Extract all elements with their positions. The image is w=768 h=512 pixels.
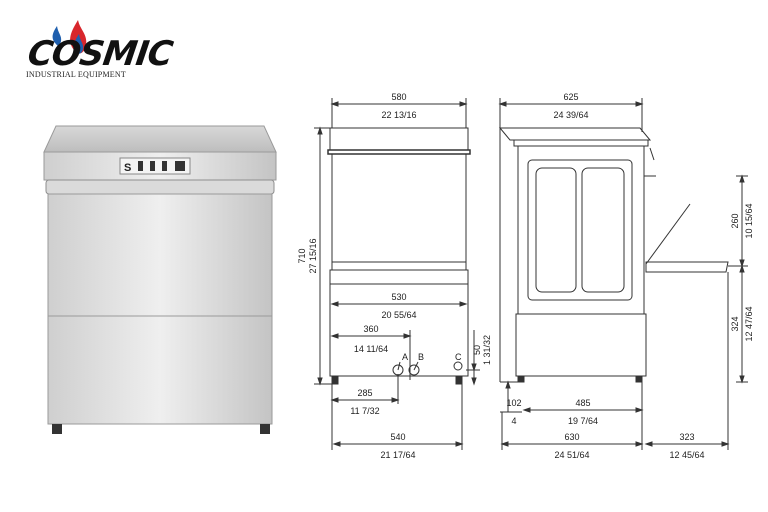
- front-height-in: 27 15/16: [308, 238, 318, 273]
- point-b-label: B: [418, 352, 424, 362]
- brand-logo: COSMIC INDUSTRIAL EQUIPMENT: [22, 14, 182, 84]
- pipe-height-in: 1 31/32: [482, 335, 492, 365]
- photo-foot: [52, 424, 62, 434]
- upper-mm: 260: [730, 213, 740, 228]
- base-width-in: 21 17/64: [380, 450, 415, 460]
- point-a-label: A: [402, 352, 408, 362]
- total-depth-mm: 630: [564, 432, 579, 442]
- position-in: 11 7/32: [350, 406, 379, 416]
- panel-button-icon: [138, 161, 143, 171]
- upper-in: 10 15/64: [744, 203, 754, 238]
- foot-in: 4: [511, 416, 516, 426]
- panel-logo: S: [124, 162, 131, 174]
- brand-tagline: INDUSTRIAL EQUIPMENT: [26, 70, 126, 79]
- flame-icon: [52, 20, 87, 54]
- base-width-mm: 540: [390, 432, 405, 442]
- depth-mm: 360: [363, 324, 378, 334]
- inner-width-in: 20 55/64: [381, 310, 416, 320]
- front-view: [314, 98, 480, 450]
- inner-depth-mm: 485: [575, 398, 590, 408]
- panel-button-icon: [162, 161, 167, 171]
- depth-in: 14 11/64: [354, 344, 388, 354]
- foot-mm: 102: [506, 398, 521, 408]
- photo-foot: [260, 424, 270, 434]
- dishwasher-photo: S: [43, 125, 277, 434]
- inner-depth-in: 19 7/64: [568, 416, 598, 426]
- side-depth-mm: 625: [563, 92, 578, 102]
- inner-width-mm: 530: [391, 292, 406, 302]
- door-depth-mm: 323: [679, 432, 694, 442]
- side-depth-in: 24 39/64: [553, 110, 588, 120]
- panel-button-icon: [150, 161, 155, 171]
- photo-door: [47, 193, 273, 317]
- side-view: [498, 98, 748, 450]
- total-depth-in: 24 51/64: [554, 450, 589, 460]
- lower-mm: 324: [730, 316, 740, 331]
- photo-lower-panel: [47, 315, 273, 425]
- lower-in: 12 47/64: [744, 306, 754, 341]
- door-depth-in: 12 45/64: [669, 450, 704, 460]
- front-height-mm: 710: [297, 248, 307, 263]
- position-mm: 285: [357, 388, 372, 398]
- panel-button-icon: [175, 161, 185, 171]
- front-width-mm: 580: [391, 92, 406, 102]
- point-c-label: C: [455, 352, 462, 362]
- pipe-height-mm: 50: [472, 345, 482, 355]
- front-width-in: 22 13/16: [381, 110, 416, 120]
